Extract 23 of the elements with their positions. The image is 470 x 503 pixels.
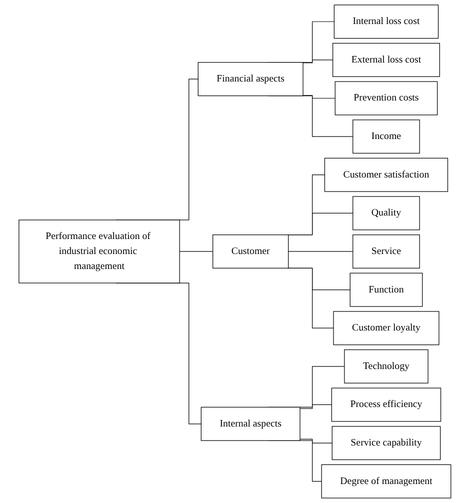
node-box: Technology	[344, 349, 428, 384]
connector	[288, 251, 354, 252]
node-box: Quality	[352, 196, 420, 230]
node-box: Process efficiency	[331, 388, 442, 422]
connector	[300, 404, 332, 409]
node-box: Degree of management	[321, 464, 452, 498]
node-box: Financial aspects	[198, 62, 304, 96]
node-box: External loss cost	[332, 42, 440, 77]
node-box: Customer satisfaction	[324, 158, 448, 192]
node-box: Service	[352, 234, 420, 268]
node-box: Internal loss cost	[334, 4, 439, 39]
node-box: Internal aspects	[200, 406, 300, 441]
node-box: Income	[352, 120, 420, 154]
connector	[302, 60, 334, 64]
node-box: Customer	[212, 234, 289, 268]
connector	[179, 251, 214, 252]
node-box: Prevention costs	[334, 81, 438, 116]
node-box: Service capability	[332, 426, 441, 460]
node-box: Performance evaluation of industrial economic management	[18, 220, 180, 284]
connector	[302, 95, 336, 99]
node-box: Customer loyalty	[333, 311, 440, 346]
connector	[300, 438, 333, 444]
node-box: Function	[350, 272, 423, 307]
